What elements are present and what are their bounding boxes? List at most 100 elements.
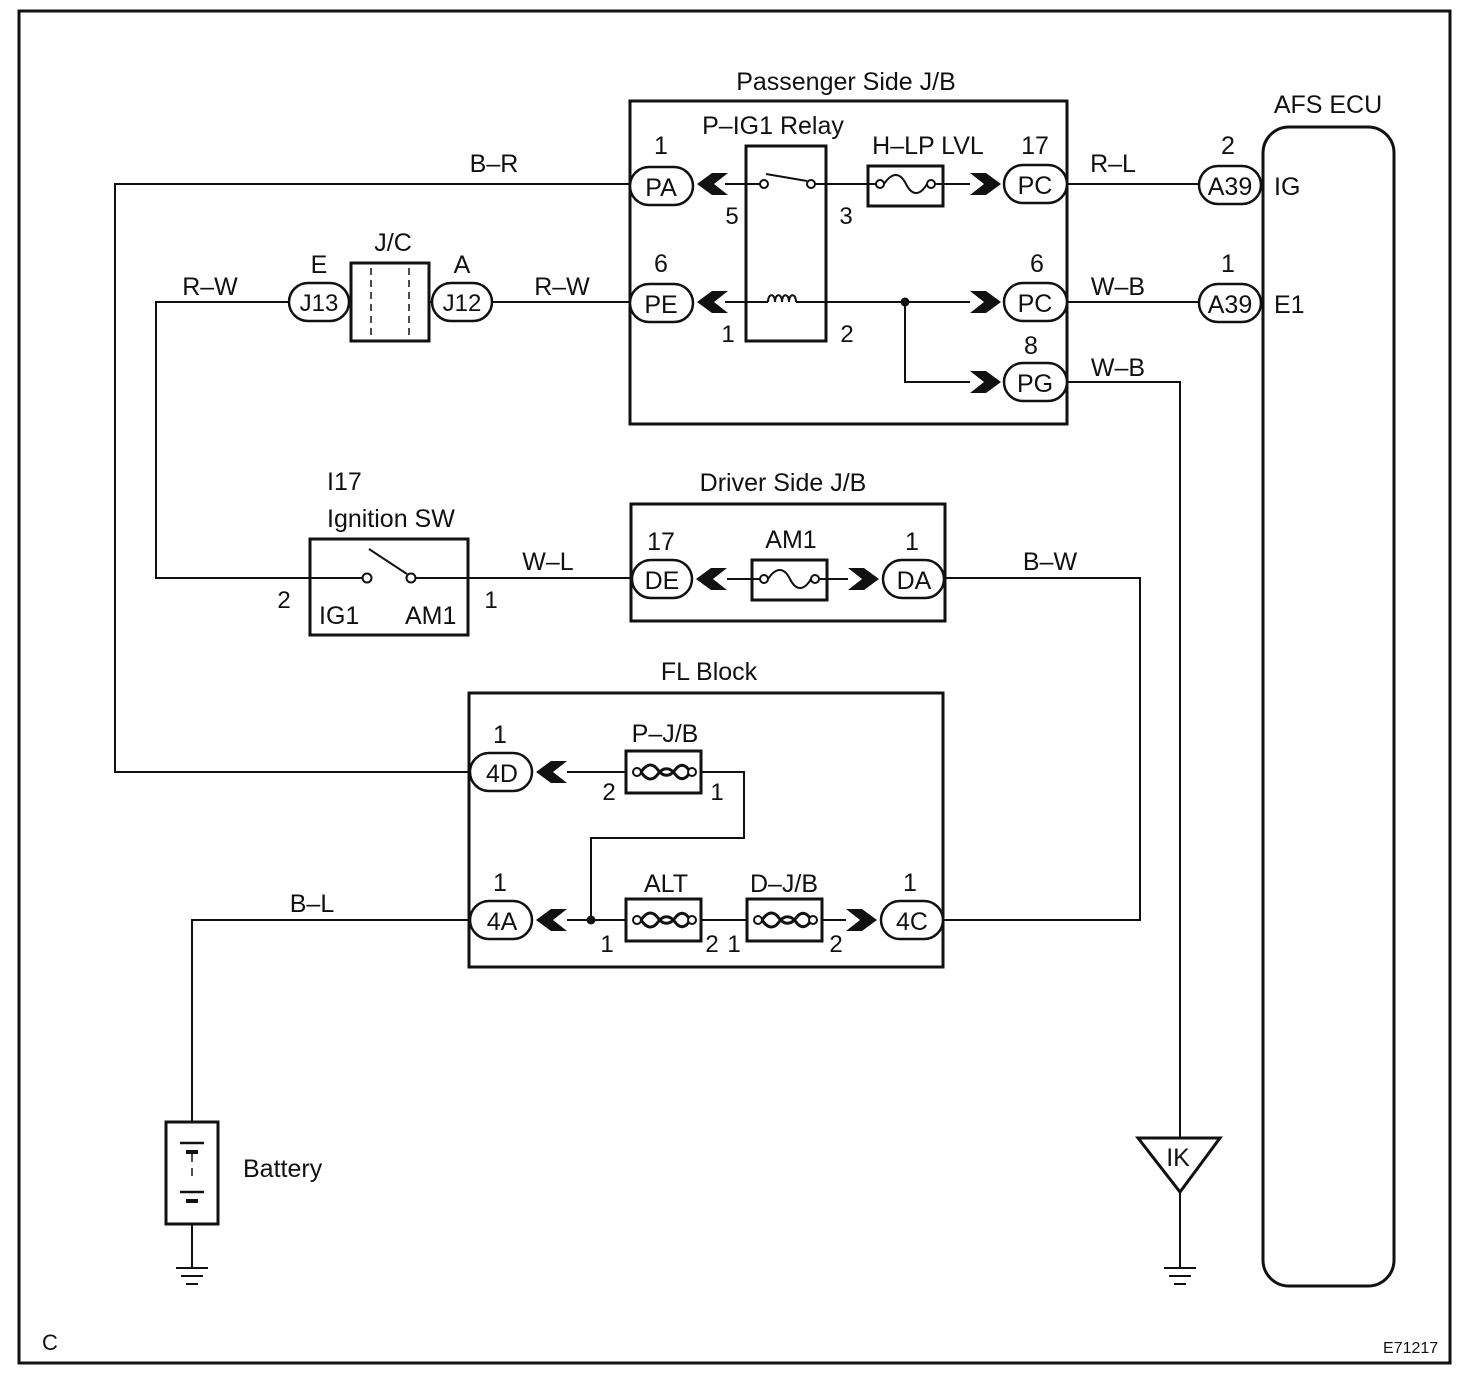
pc-e1-connector	[1002, 281, 1069, 323]
wire-label-w-b-ground: W–B	[1091, 354, 1145, 382]
hlp-fuse-element	[883, 174, 928, 194]
fl-pjb-feed	[590, 771, 745, 920]
fl-block-title: FL Block	[661, 658, 758, 686]
fuse-pjb-end-r	[687, 767, 697, 777]
fl-junction	[586, 915, 596, 925]
fuse-alt-label: ALT	[644, 870, 688, 898]
a39-ig-code: A39	[1208, 173, 1252, 201]
pg-connector	[1002, 361, 1069, 403]
pc-ig-code: PC	[1018, 172, 1053, 200]
c4a-code: 4A	[487, 908, 518, 936]
ground-point-label: IK	[1166, 1144, 1190, 1172]
pa-pin: 1	[654, 132, 668, 160]
j13-code: J13	[300, 290, 339, 317]
wire-label-b-l: B–L	[290, 890, 335, 918]
passenger-jb-box	[628, 99, 1069, 426]
pc-ig-terminal-arrow	[970, 173, 1001, 195]
ignition-switch: I17 Ignition SW IG1 AM1 2 1	[277, 468, 498, 637]
pe-pin: 6	[654, 250, 668, 278]
fuse-pjb-element	[639, 763, 692, 781]
c4c-terminal-arrow	[846, 909, 877, 931]
pe-terminal-arrow	[697, 291, 728, 313]
a39-ig-pin: 2	[1221, 132, 1235, 160]
da-connector	[881, 558, 946, 600]
fuse-pjb-label: P–J/B	[632, 720, 699, 748]
fuse-alt-pin-1: 1	[600, 931, 613, 958]
ignition-switch-blade	[368, 548, 408, 575]
c4d-terminal-arrow	[536, 761, 567, 783]
pg-pin: 8	[1024, 332, 1038, 360]
c4a-terminal-arrow	[536, 909, 567, 931]
pa-code: PA	[645, 174, 677, 202]
da-pin: 1	[905, 528, 919, 556]
j12-code: J12	[443, 290, 482, 317]
hlp-fuse-end-l	[875, 179, 885, 189]
j13-connector	[287, 281, 351, 323]
relay-switch-blade	[765, 173, 808, 182]
ignition-switch-box	[308, 537, 470, 637]
ground-point-triangle	[1134, 1136, 1223, 1195]
de-terminal-arrow	[696, 568, 727, 590]
wire-w-b-ground	[1067, 381, 1181, 1138]
ignition-switch-title: Ignition SW	[327, 505, 455, 533]
fuse-djb-end-l	[753, 915, 763, 925]
j12-pin: A	[454, 251, 471, 279]
ground-icon	[176, 1267, 208, 1285]
de-connector	[630, 558, 694, 600]
wire-label-r-w-left: R–W	[182, 273, 238, 301]
wire-b-l	[191, 919, 470, 1122]
c4d-code: 4D	[486, 760, 518, 788]
a39-ig-connector	[1197, 164, 1263, 206]
wire-label-b-r: B–R	[470, 150, 519, 178]
fl-block-box	[467, 691, 945, 969]
relay-pin-1: 1	[721, 321, 734, 348]
wires	[114, 183, 1200, 1268]
wire-b-w	[943, 577, 1141, 921]
relay-pin-3: 3	[839, 203, 852, 230]
relay-contact-3	[806, 179, 816, 189]
fuse-alt-element	[639, 911, 692, 929]
fuse-pjb-end-l	[632, 767, 642, 777]
c4d-connector	[468, 751, 534, 793]
c4d-pin: 1	[493, 721, 507, 749]
pc-e1-pin: 6	[1030, 250, 1044, 278]
driver-side-jb: Driver Side J/B 17 DE AM1 1 DA	[629, 469, 947, 623]
a39-e1-code: A39	[1208, 291, 1252, 319]
afs-ecu-title: AFS ECU	[1274, 91, 1382, 119]
relay-coil	[767, 294, 797, 303]
pe-code: PE	[644, 291, 677, 319]
fuse-djb-element	[760, 911, 813, 929]
a39-e1-pin: 1	[1221, 250, 1235, 278]
pc-e1-code: PC	[1018, 290, 1053, 318]
j13-pin: E	[311, 251, 328, 279]
pc-ig-connector	[1002, 163, 1069, 205]
driver-jb-title: Driver Side J/B	[700, 469, 867, 497]
relay-junction	[900, 297, 910, 307]
relay-contact-5	[759, 179, 769, 189]
hlp-fuse-label: H–LP LVL	[872, 132, 984, 160]
afs-terminal-ig: IG	[1274, 173, 1300, 201]
afs-terminal-e1: E1	[1274, 291, 1305, 319]
ignition-ig1-label: IG1	[319, 602, 359, 630]
afs-ecu: AFS ECU 2 A39 IG 1 A39 E1	[1197, 91, 1396, 1288]
ignition-ig1-pin: 2	[277, 587, 290, 614]
de-pin: 17	[647, 528, 675, 556]
fuse-pjb-pin-1: 1	[710, 779, 723, 806]
battery-label: Battery	[243, 1155, 323, 1183]
ignition-contact-ig1	[361, 572, 373, 584]
da-terminal-arrow	[848, 568, 879, 590]
ground-point-ik: IK	[1134, 1136, 1223, 1195]
jc-label: J/C	[374, 229, 412, 257]
relay-pin-5: 5	[725, 203, 738, 230]
wire-b-r	[114, 183, 629, 773]
relay-box	[744, 144, 828, 343]
pe-connector	[628, 282, 695, 324]
figure-code: E71217	[1383, 1340, 1438, 1357]
wire-labels: B–R R–W R–W R–L W–B W–B W–L B–W B–L	[182, 150, 1145, 918]
driver-jb-box	[629, 502, 947, 623]
fuse-djb-label: D–J/B	[750, 870, 818, 898]
battery: Battery	[164, 1120, 323, 1226]
fuse-alt-end-r	[687, 915, 697, 925]
driver-am1-fuse-label: AM1	[765, 526, 816, 554]
